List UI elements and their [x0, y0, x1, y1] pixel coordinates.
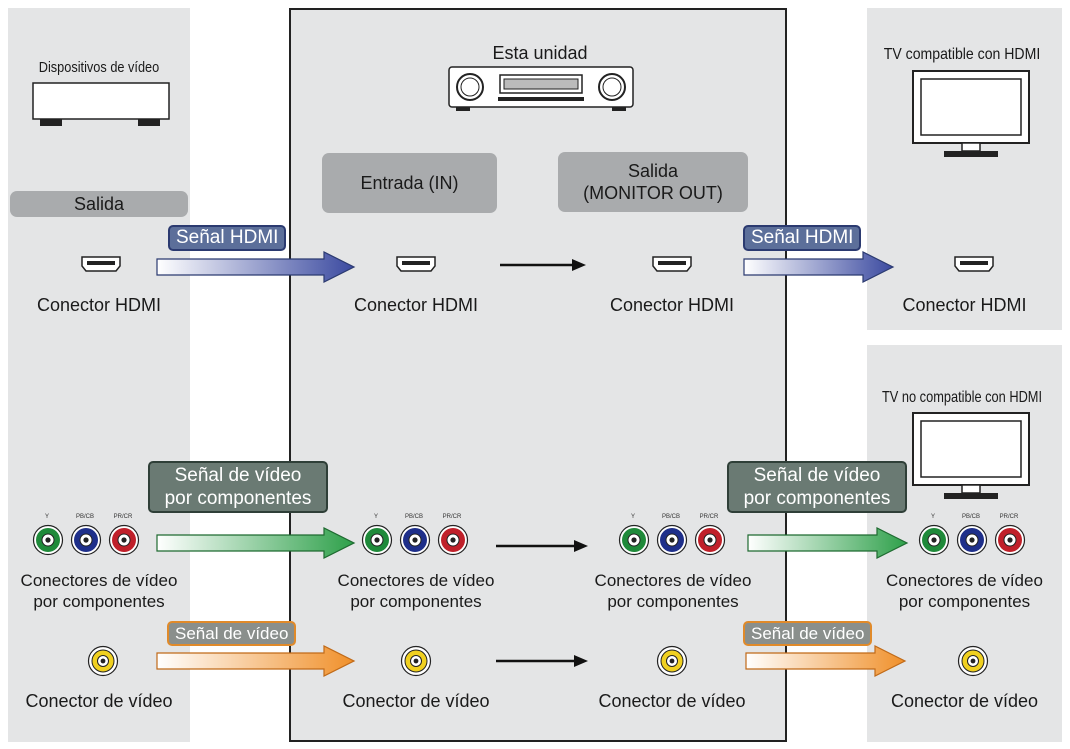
unit-out-component-label: Conectores de vídeo por componentes: [573, 570, 773, 612]
unit-out-video-connector-label: Conector de vídeo: [598, 691, 746, 711]
hdmi-signal-label-right: Señal HDMI: [743, 225, 862, 251]
component-signal-line2-left: por componentes: [164, 488, 312, 509]
component-jacks-source: Y PB/CB PR/CR: [28, 514, 148, 562]
hdmi-signal-label-left: Señal HDMI: [168, 225, 287, 251]
unit-in-component-line2: por componentes: [350, 592, 482, 611]
video-signal-arrow-right: [745, 645, 907, 677]
video-jack-icon-unit-out: [656, 645, 688, 677]
component-signal-label-left: Señal de vídeo por componentes: [148, 461, 328, 513]
video-signal-arrow-left: [156, 645, 356, 677]
source-panel: [8, 8, 190, 742]
hdmi-connector-icon-unit-out: [652, 256, 692, 272]
component-signal-line1-left: Señal de vídeo: [174, 465, 302, 486]
component-jacks-unit-out: Y PB/CB PR/CR: [614, 514, 734, 562]
tv-nonhdmi-icon: [912, 412, 1030, 499]
component-jack-pr-icon: [437, 524, 469, 556]
unit-in-video-connector-label: Conector de vídeo: [342, 691, 490, 711]
unit-panel: [289, 8, 787, 742]
source-title: Dispositivos de vídeo: [38, 59, 160, 76]
video-signal-label-right: Señal de vídeo: [743, 621, 873, 646]
tv-hdmi-connector-label: Conector HDMI: [902, 295, 1027, 315]
tv-hdmi-icon: [912, 70, 1030, 157]
component-jack-y-icon: [618, 524, 650, 556]
component-signal-arrow-right: [747, 527, 909, 559]
unit-out-component-line1: Conectores de vídeo: [594, 571, 752, 590]
internal-arrow-hdmi: [500, 259, 586, 271]
jack-label-pb: PB/CB: [75, 514, 94, 520]
component-jack-y-icon: [918, 524, 950, 556]
hdmi-signal-arrow-right: [743, 251, 895, 283]
unit-output-label: Salida (MONITOR OUT): [558, 152, 748, 212]
jack-label-y: Y: [630, 514, 635, 520]
video-signal-label-left: Señal de vídeo: [167, 621, 297, 646]
tv-video-connector-label: Conector de vídeo: [890, 691, 1039, 711]
component-jack-y-icon: [32, 524, 64, 556]
unit-input-label: Entrada (IN): [322, 153, 497, 213]
component-signal-arrow-left: [156, 527, 356, 559]
video-device-icon: [32, 82, 170, 126]
component-jack-pr-icon: [694, 524, 726, 556]
internal-arrow-component: [496, 540, 588, 552]
jack-label-y: Y: [930, 514, 935, 520]
unit-in-component-line1: Conectores de vídeo: [337, 571, 495, 590]
unit-in-hdmi-connector-label: Conector HDMI: [353, 295, 479, 315]
component-signal-line2-right: por componentes: [743, 488, 891, 509]
jack-label-pr: PR/CR: [113, 514, 133, 520]
unit-in-component-label: Conectores de vídeo por componentes: [316, 570, 516, 612]
unit-out-component-line2: por componentes: [607, 592, 739, 611]
jack-label-pr: PR/CR: [699, 514, 719, 520]
hdmi-connector-icon-source: [81, 256, 121, 272]
component-jack-pb-icon: [956, 524, 988, 556]
unit-title: Esta unidad: [492, 43, 588, 63]
tv-nonhdmi-title: TV no compatible con HDMI: [881, 389, 1043, 406]
component-jack-pb-icon: [656, 524, 688, 556]
unit-out-hdmi-connector-label: Conector HDMI: [609, 295, 735, 315]
tv-hdmi-title: TV compatible con HDMI: [883, 46, 1041, 63]
component-jacks-tv: Y PB/CB PR/CR: [914, 514, 1034, 562]
jack-label-pb: PB/CB: [661, 514, 680, 520]
unit-output-line1: Salida: [627, 161, 679, 181]
component-jack-pr-icon: [108, 524, 140, 556]
component-jack-y-icon: [361, 524, 393, 556]
source-component-line1: Conectores de vídeo: [20, 571, 178, 590]
video-jack-icon-unit-in: [400, 645, 432, 677]
hdmi-signal-arrow-left: [156, 251, 356, 283]
tv-component-line1: Conectores de vídeo: [886, 571, 1043, 590]
hdmi-connector-icon-tv: [954, 256, 994, 272]
component-jack-pr-icon: [994, 524, 1026, 556]
component-jacks-unit-in: Y PB/CB PR/CR: [357, 514, 477, 562]
source-video-connector-label: Conector de vídeo: [25, 691, 173, 711]
jack-label-pb: PB/CB: [404, 514, 423, 520]
internal-arrow-video: [496, 655, 588, 667]
jack-label-pr: PR/CR: [999, 514, 1019, 520]
component-jack-pb-icon: [70, 524, 102, 556]
jack-label-y: Y: [373, 514, 378, 520]
component-jack-pb-icon: [399, 524, 431, 556]
source-hdmi-connector-label: Conector HDMI: [36, 295, 162, 315]
av-receiver-icon: [448, 66, 634, 111]
component-signal-line1-right: Señal de vídeo: [753, 465, 881, 486]
video-jack-icon-tv: [957, 645, 989, 677]
source-component-line2: por componentes: [33, 592, 165, 611]
video-jack-icon-source: [87, 645, 119, 677]
source-component-label: Conectores de vídeo por componentes: [8, 570, 190, 612]
tv-component-line2: por componentes: [898, 592, 1031, 611]
hdmi-connector-icon-unit-in: [396, 256, 436, 272]
jack-label-y: Y: [44, 514, 49, 520]
unit-output-line2: (MONITOR OUT): [583, 183, 723, 203]
source-output-label: Salida: [10, 191, 188, 217]
tv-hdmi-panel: [867, 8, 1062, 330]
tv-component-label: Conectores de vídeo por componentes: [867, 570, 1062, 612]
component-signal-label-right: Señal de vídeo por componentes: [727, 461, 907, 513]
jack-label-pb: PB/CB: [961, 514, 980, 520]
jack-label-pr: PR/CR: [442, 514, 462, 520]
